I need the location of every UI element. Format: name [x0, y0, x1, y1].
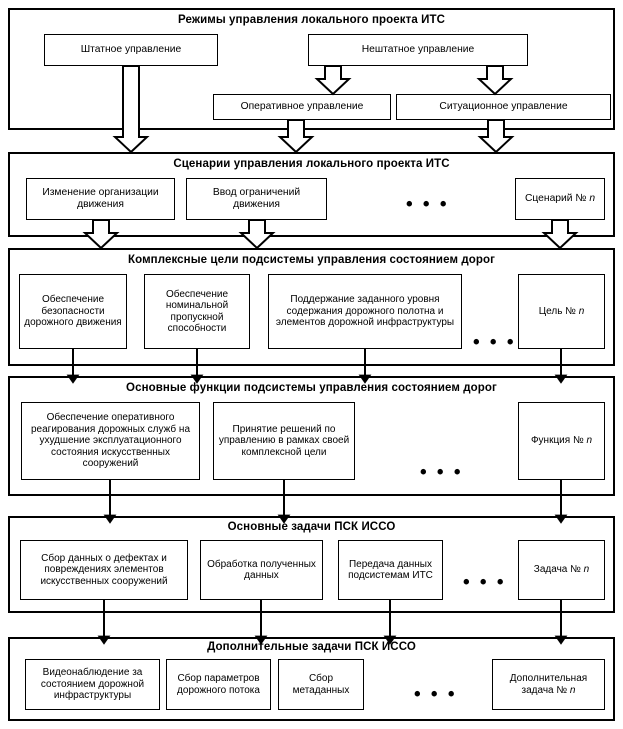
node-label: Обеспечение оперативного реагирования до… [30, 412, 191, 470]
node-obespechenie-bezopasnosti[interactable]: Обеспечение безопасности дорожного движе… [19, 274, 127, 349]
node-operativnoe-reagirovanie[interactable]: Обеспечение оперативного реагирования до… [21, 402, 200, 480]
node-operativnoe-upravlenie[interactable]: Оперативное управление [213, 94, 391, 120]
node-prinyatie-resheniy[interactable]: Принятие решений по управлению в рамках … [213, 402, 355, 480]
node-label: Видеонаблюдение за состоянием дорожной и… [40, 667, 145, 702]
level-2-title: Сценарии управления локального проекта И… [173, 158, 450, 170]
level-6-title: Дополнительные задачи ПСК ИССО [207, 641, 416, 653]
node-obespechenie-propusknoy-sposobnosti[interactable]: Обеспечение номинальной пропускной спосо… [144, 274, 250, 349]
level-1-title: Режимы управления локального проекта ИТС [177, 14, 446, 26]
node-label: Обеспечение безопасности дорожного движе… [24, 294, 122, 329]
node-neshtatnoe-upravlenie[interactable]: Нештатное управление [308, 34, 528, 66]
node-label: Задача № n [533, 564, 590, 576]
node-scenariy-n[interactable]: Сценарий № n [515, 178, 605, 220]
node-label: Принятие решений по управлению в рамках … [218, 423, 350, 458]
node-label: Сбор данных о дефектах и повреждениях эл… [40, 552, 168, 587]
node-label: Сбор метаданных [292, 673, 350, 696]
node-label: Ввод ограничений движения [212, 187, 301, 210]
node-label: Поддержание заданного уровня содержания … [275, 294, 455, 329]
node-vvod-ogranicheniy-dvizheniya[interactable]: Ввод ограничений движения [186, 178, 327, 220]
node-label: Штатное управление [80, 44, 182, 56]
node-sbor-dannyh-o-defektah[interactable]: Сбор данных о дефектах и повреждениях эл… [20, 540, 188, 600]
node-label: Передача данных подсистемам ИТС [348, 558, 433, 581]
node-label: Сбор параметров дорожного потока [177, 673, 260, 696]
node-sbor-metadannyh[interactable]: Сбор метаданных [278, 659, 364, 710]
ellipsis-level-6: • • • [414, 684, 458, 705]
ellipsis-level-2: • • • [406, 194, 450, 215]
ellipsis-level-5: • • • [463, 572, 507, 593]
ellipsis-level-3: • • • [473, 332, 517, 353]
node-label: Дополнительная задача № n [509, 673, 588, 696]
node-label: Нештатное управление [361, 44, 475, 56]
node-label: Сценарий № n [524, 193, 596, 205]
node-peredacha-dannyh-podsistemam[interactable]: Передача данных подсистемам ИТС [338, 540, 443, 600]
node-sbor-parametrov-potoka[interactable]: Сбор параметров дорожного потока [166, 659, 271, 710]
level-3-title: Комплексные цели подсистемы управления с… [127, 254, 496, 266]
node-situacionnoe-upravlenie[interactable]: Ситуационное управление [396, 94, 611, 120]
node-cel-n[interactable]: Цель № n [518, 274, 605, 349]
node-label: Ситуационное управление [439, 101, 568, 113]
node-label: Обеспечение номинальной пропускной спосо… [165, 288, 229, 334]
node-funkciya-n[interactable]: Функция № n [518, 402, 605, 480]
node-videonablyudenie[interactable]: Видеонаблюдение за состоянием дорожной и… [25, 659, 160, 710]
node-label: Оперативное управление [240, 101, 364, 113]
node-shtatnoe-upravlenie[interactable]: Штатное управление [44, 34, 218, 66]
level-5-title: Основные задачи ПСК ИССО [227, 521, 396, 533]
ellipsis-level-4: • • • [420, 462, 464, 483]
node-label: Функция № n [530, 435, 593, 447]
node-zadacha-n[interactable]: Задача № n [518, 540, 605, 600]
level-4-title: Основные функции подсистемы управления с… [126, 382, 497, 394]
node-label: Изменение организации движения [42, 187, 159, 210]
node-label: Цель № n [538, 305, 585, 317]
node-obrabotka-poluchennyh-dannyh[interactable]: Обработка полученных данных [200, 540, 323, 600]
node-dopolnitelnaya-zadacha-n[interactable]: Дополнительная задача № n [492, 659, 605, 710]
node-izmenenie-organizacii-dvizheniya[interactable]: Изменение организации движения [26, 178, 175, 220]
node-label: Обработка полученных данных [207, 558, 316, 581]
node-poderzhanie-urovnya-soderzhaniya[interactable]: Поддержание заданного уровня содержания … [268, 274, 462, 349]
